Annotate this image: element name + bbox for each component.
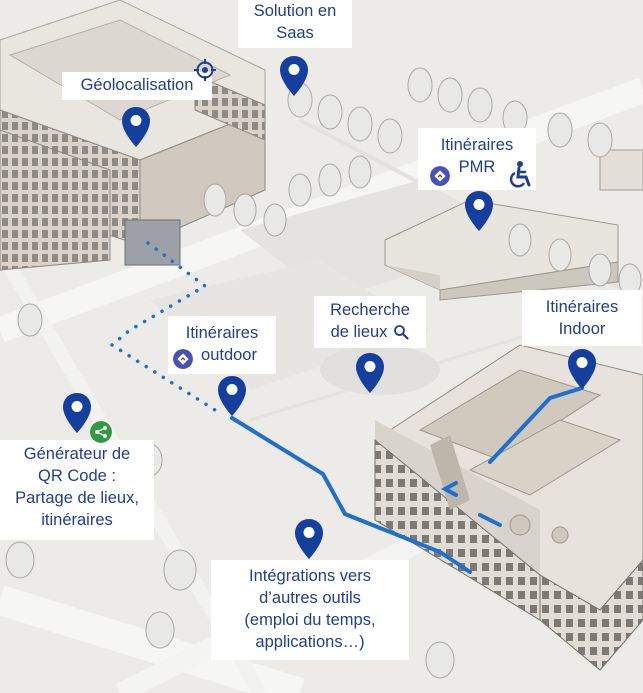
building-indoor bbox=[374, 344, 643, 671]
label-geolocalisation: Géolocalisation bbox=[62, 72, 212, 100]
map-pin-icon[interactable] bbox=[62, 392, 92, 434]
label-recherche-de-lieux: Recherche de lieux bbox=[314, 296, 426, 348]
label-generateur-qr-code: Générateur de QR Code : Partage de lieux… bbox=[0, 440, 154, 540]
outdoor-dotted-route bbox=[109, 241, 217, 412]
map-pin-icon[interactable] bbox=[294, 518, 324, 560]
indoor-route-line bbox=[488, 386, 584, 464]
map-pin-icon[interactable] bbox=[567, 348, 597, 390]
map-pin-icon[interactable] bbox=[355, 352, 385, 394]
wheelchair-icon bbox=[509, 161, 531, 188]
map-pin-icon[interactable] bbox=[279, 55, 309, 97]
map-pin-icon[interactable] bbox=[217, 375, 247, 417]
magnifier-icon bbox=[394, 325, 410, 340]
share-icon bbox=[90, 421, 112, 443]
main-route-line bbox=[230, 416, 472, 574]
route-diamond-icon bbox=[430, 166, 450, 186]
label-itineraires-indoor: Itinéraires Indoor bbox=[522, 290, 642, 346]
map-pin-icon[interactable] bbox=[464, 190, 494, 232]
label-integrations: Intégrations vers d’autres outils (emplo… bbox=[211, 560, 409, 660]
crosshair-target-icon bbox=[194, 59, 216, 81]
route-diamond-icon bbox=[173, 349, 193, 369]
map-pin-icon[interactable] bbox=[121, 106, 151, 148]
